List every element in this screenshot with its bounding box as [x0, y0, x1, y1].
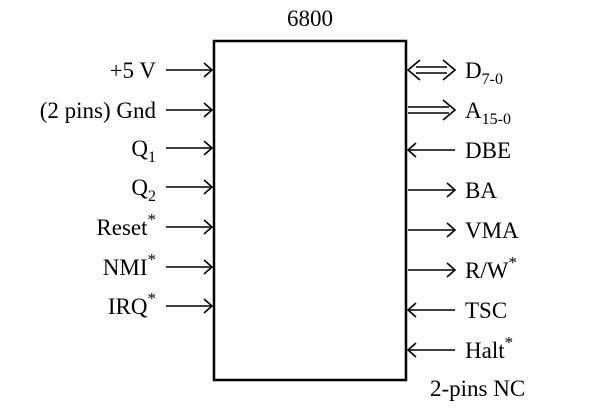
pin-name: D	[465, 58, 482, 83]
pin-label-d7-0: D7-0	[465, 58, 503, 88]
arrow-right-icon	[203, 179, 214, 195]
pin-label-ba: BA	[465, 178, 497, 203]
arrow-right-icon	[203, 259, 214, 275]
pin-name: NMI	[103, 255, 148, 280]
pin-label-q2: Q2	[131, 175, 156, 205]
pin-name: TSC	[465, 298, 507, 323]
arrow-right-icon	[446, 262, 457, 278]
left-pin-irq: IRQ*	[108, 289, 214, 319]
pin-superscript: *	[148, 210, 157, 229]
pin-label-tsc: TSC	[465, 298, 507, 323]
pin-name: DBE	[465, 138, 511, 163]
arrow-right-icon	[203, 298, 214, 314]
arrow-right-icon	[203, 62, 214, 78]
pin-subscript: 15-0	[482, 111, 511, 128]
pin-superscript: *	[148, 250, 157, 269]
pin-label-q1: Q1	[131, 136, 156, 166]
pin-name: Reset	[96, 215, 148, 240]
arrow-right-icon	[203, 102, 214, 118]
chip-body	[212, 39, 408, 382]
arrow-right-icon	[442, 59, 457, 81]
pin-label-dbe: DBE	[465, 138, 511, 163]
arrow-right-icon	[203, 140, 214, 156]
pin-name: Q	[131, 175, 148, 200]
pin-label-5-v: +5 V	[110, 58, 157, 83]
right-pin-halt: Halt*	[406, 333, 513, 363]
pin-superscript: *	[148, 289, 157, 308]
pin-name: Q	[131, 136, 148, 161]
right-pin-tsc: TSC	[406, 298, 507, 323]
pin-label-a15-0: A15-0	[465, 98, 511, 128]
arrow-right-icon	[442, 99, 457, 121]
pin-label-reset: Reset*	[96, 210, 156, 240]
pin-name: A	[465, 98, 482, 123]
pin-name: BA	[465, 178, 497, 203]
right-pin-ba: BA	[408, 178, 497, 203]
pin-superscript: *	[508, 253, 517, 272]
pin-superscript: *	[505, 333, 514, 352]
right-pin-d7-0: D7-0	[406, 58, 503, 88]
arrow-left-icon	[406, 342, 417, 358]
pin-name: +5 V	[110, 58, 157, 83]
arrow-right-icon	[203, 219, 214, 235]
right-pin-r-w: R/W*	[408, 253, 517, 283]
arrow-left-icon	[406, 142, 417, 158]
pin-label-irq: IRQ*	[108, 289, 156, 319]
footer-note: 2-pins NC	[430, 376, 525, 401]
right-pin-vma: VMA	[408, 218, 519, 243]
left-pin-reset: Reset*	[96, 210, 214, 240]
left-pin-nmi: NMI*	[103, 250, 214, 280]
arrow-left-icon	[406, 59, 421, 81]
arrow-right-icon	[446, 222, 457, 238]
arrow-left-icon	[406, 302, 417, 318]
pin-name: VMA	[465, 218, 519, 243]
chip-title: 6800	[287, 6, 333, 31]
right-pin-dbe: DBE	[406, 138, 511, 163]
left-pin-q2: Q2	[131, 175, 214, 205]
pin-name: (2 pins) Gnd	[40, 98, 157, 123]
left-pin-q1: Q1	[131, 136, 214, 166]
pin-label-halt: Halt*	[465, 333, 513, 363]
right-pin-a15-0: A15-0	[408, 98, 511, 128]
left-pin-2-pins-gnd: (2 pins) Gnd	[40, 98, 214, 123]
pin-label-r-w: R/W*	[465, 253, 517, 283]
pin-label-nmi: NMI*	[103, 250, 156, 280]
pin-label-2-pins-gnd: (2 pins) Gnd	[40, 98, 157, 123]
left-pin-5-v: +5 V	[110, 58, 214, 83]
pin-name: Halt	[465, 338, 505, 363]
arrow-right-icon	[446, 182, 457, 198]
pin-subscript: 7-0	[482, 71, 503, 88]
pin-subscript: 1	[148, 149, 156, 166]
pin-name: R/W	[465, 258, 509, 283]
pin-label-vma: VMA	[465, 218, 519, 243]
pin-subscript: 2	[148, 188, 156, 205]
pin-name: IRQ	[108, 294, 148, 319]
